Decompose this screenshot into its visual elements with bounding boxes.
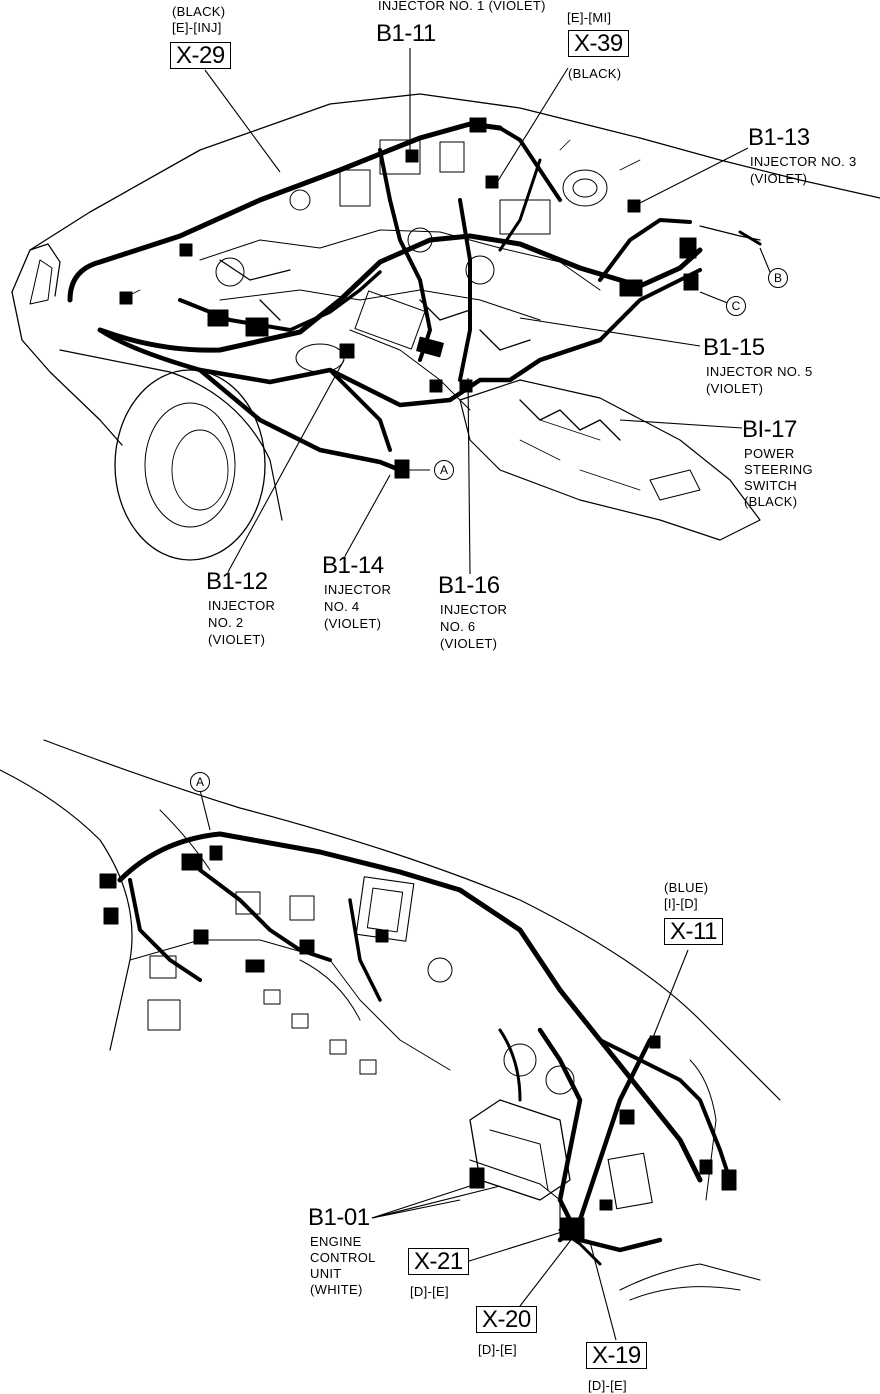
b1-01-line2: CONTROL [310, 1250, 376, 1265]
b1-12-line1: INJECTOR [208, 598, 276, 613]
connection-marker-a-top: A [434, 460, 454, 480]
x11-location: [I]-[D] [664, 896, 698, 911]
connection-marker-b: B [768, 268, 788, 288]
b1-12-line2: NO. 2 [208, 615, 244, 630]
engine-bay-drawing [11, 93, 880, 561]
x11-color: (BLUE) [664, 880, 709, 895]
x39-color: (BLACK) [568, 66, 622, 81]
b1-16-line3: (VIOLET) [440, 636, 498, 651]
x39-location: [E]-[MI] [567, 10, 612, 25]
b1-17-line3: SWITCH [744, 478, 798, 493]
x29-location: [E]-[INJ] [172, 20, 222, 35]
x21-location: [D]-[E] [410, 1284, 449, 1299]
b1-14-line1: INJECTOR [324, 582, 392, 597]
b1-17-code: BI-17 [742, 416, 797, 443]
connection-marker-a-bottom: A [190, 772, 210, 792]
dashboard-drawing [0, 739, 781, 1301]
b1-01-code: B1-01 [308, 1204, 370, 1231]
x20-location: [D]-[E] [478, 1342, 517, 1357]
callout-leaders-bottom [199, 789, 689, 1341]
b1-16-line2: NO. 6 [440, 619, 476, 634]
b1-01-line4: (WHITE) [310, 1282, 363, 1297]
b1-01-line3: UNIT [310, 1266, 342, 1281]
x19-location: [D]-[E] [588, 1378, 627, 1393]
b1-17-line1: POWER [744, 446, 795, 461]
b1-16-line1: INJECTOR [440, 602, 508, 617]
b1-12-code: B1-12 [206, 568, 268, 595]
x11-connector-code: X-11 [664, 918, 723, 945]
b1-12-line3: (VIOLET) [208, 632, 266, 647]
b1-17-line2: STEERING [744, 462, 813, 477]
x29-color: (BLACK) [172, 4, 226, 19]
x29-connector-code: X-29 [170, 42, 231, 69]
b1-11-code: B1-11 [376, 20, 436, 47]
x39-connector-code: X-39 [568, 30, 629, 57]
x21-connector-code: X-21 [408, 1248, 469, 1275]
x19-connector-code: X-19 [586, 1342, 647, 1369]
dashboard-harness [99, 831, 737, 1266]
b1-15-code: B1-15 [703, 334, 765, 361]
b1-13-line2: (VIOLET) [750, 171, 808, 186]
x20-connector-code: X-20 [476, 1306, 537, 1333]
engine-harness [67, 117, 703, 479]
b1-14-code: B1-14 [322, 552, 384, 579]
connection-marker-c: C [726, 296, 746, 316]
b1-15-line2: (VIOLET) [706, 381, 764, 396]
b1-13-line1: INJECTOR NO. 3 [750, 154, 857, 169]
b1-17-line4: (BLACK) [744, 494, 798, 509]
b1-11-title: INJECTOR NO. 1 (VIOLET) [378, 0, 546, 13]
callout-leaders-top [204, 48, 771, 575]
b1-14-line2: NO. 4 [324, 599, 360, 614]
b1-01-line1: ENGINE [310, 1234, 362, 1249]
b1-15-line1: INJECTOR NO. 5 [706, 364, 813, 379]
b1-16-code: B1-16 [438, 572, 500, 599]
b1-14-line3: (VIOLET) [324, 616, 382, 631]
b1-13-code: B1-13 [748, 124, 810, 151]
